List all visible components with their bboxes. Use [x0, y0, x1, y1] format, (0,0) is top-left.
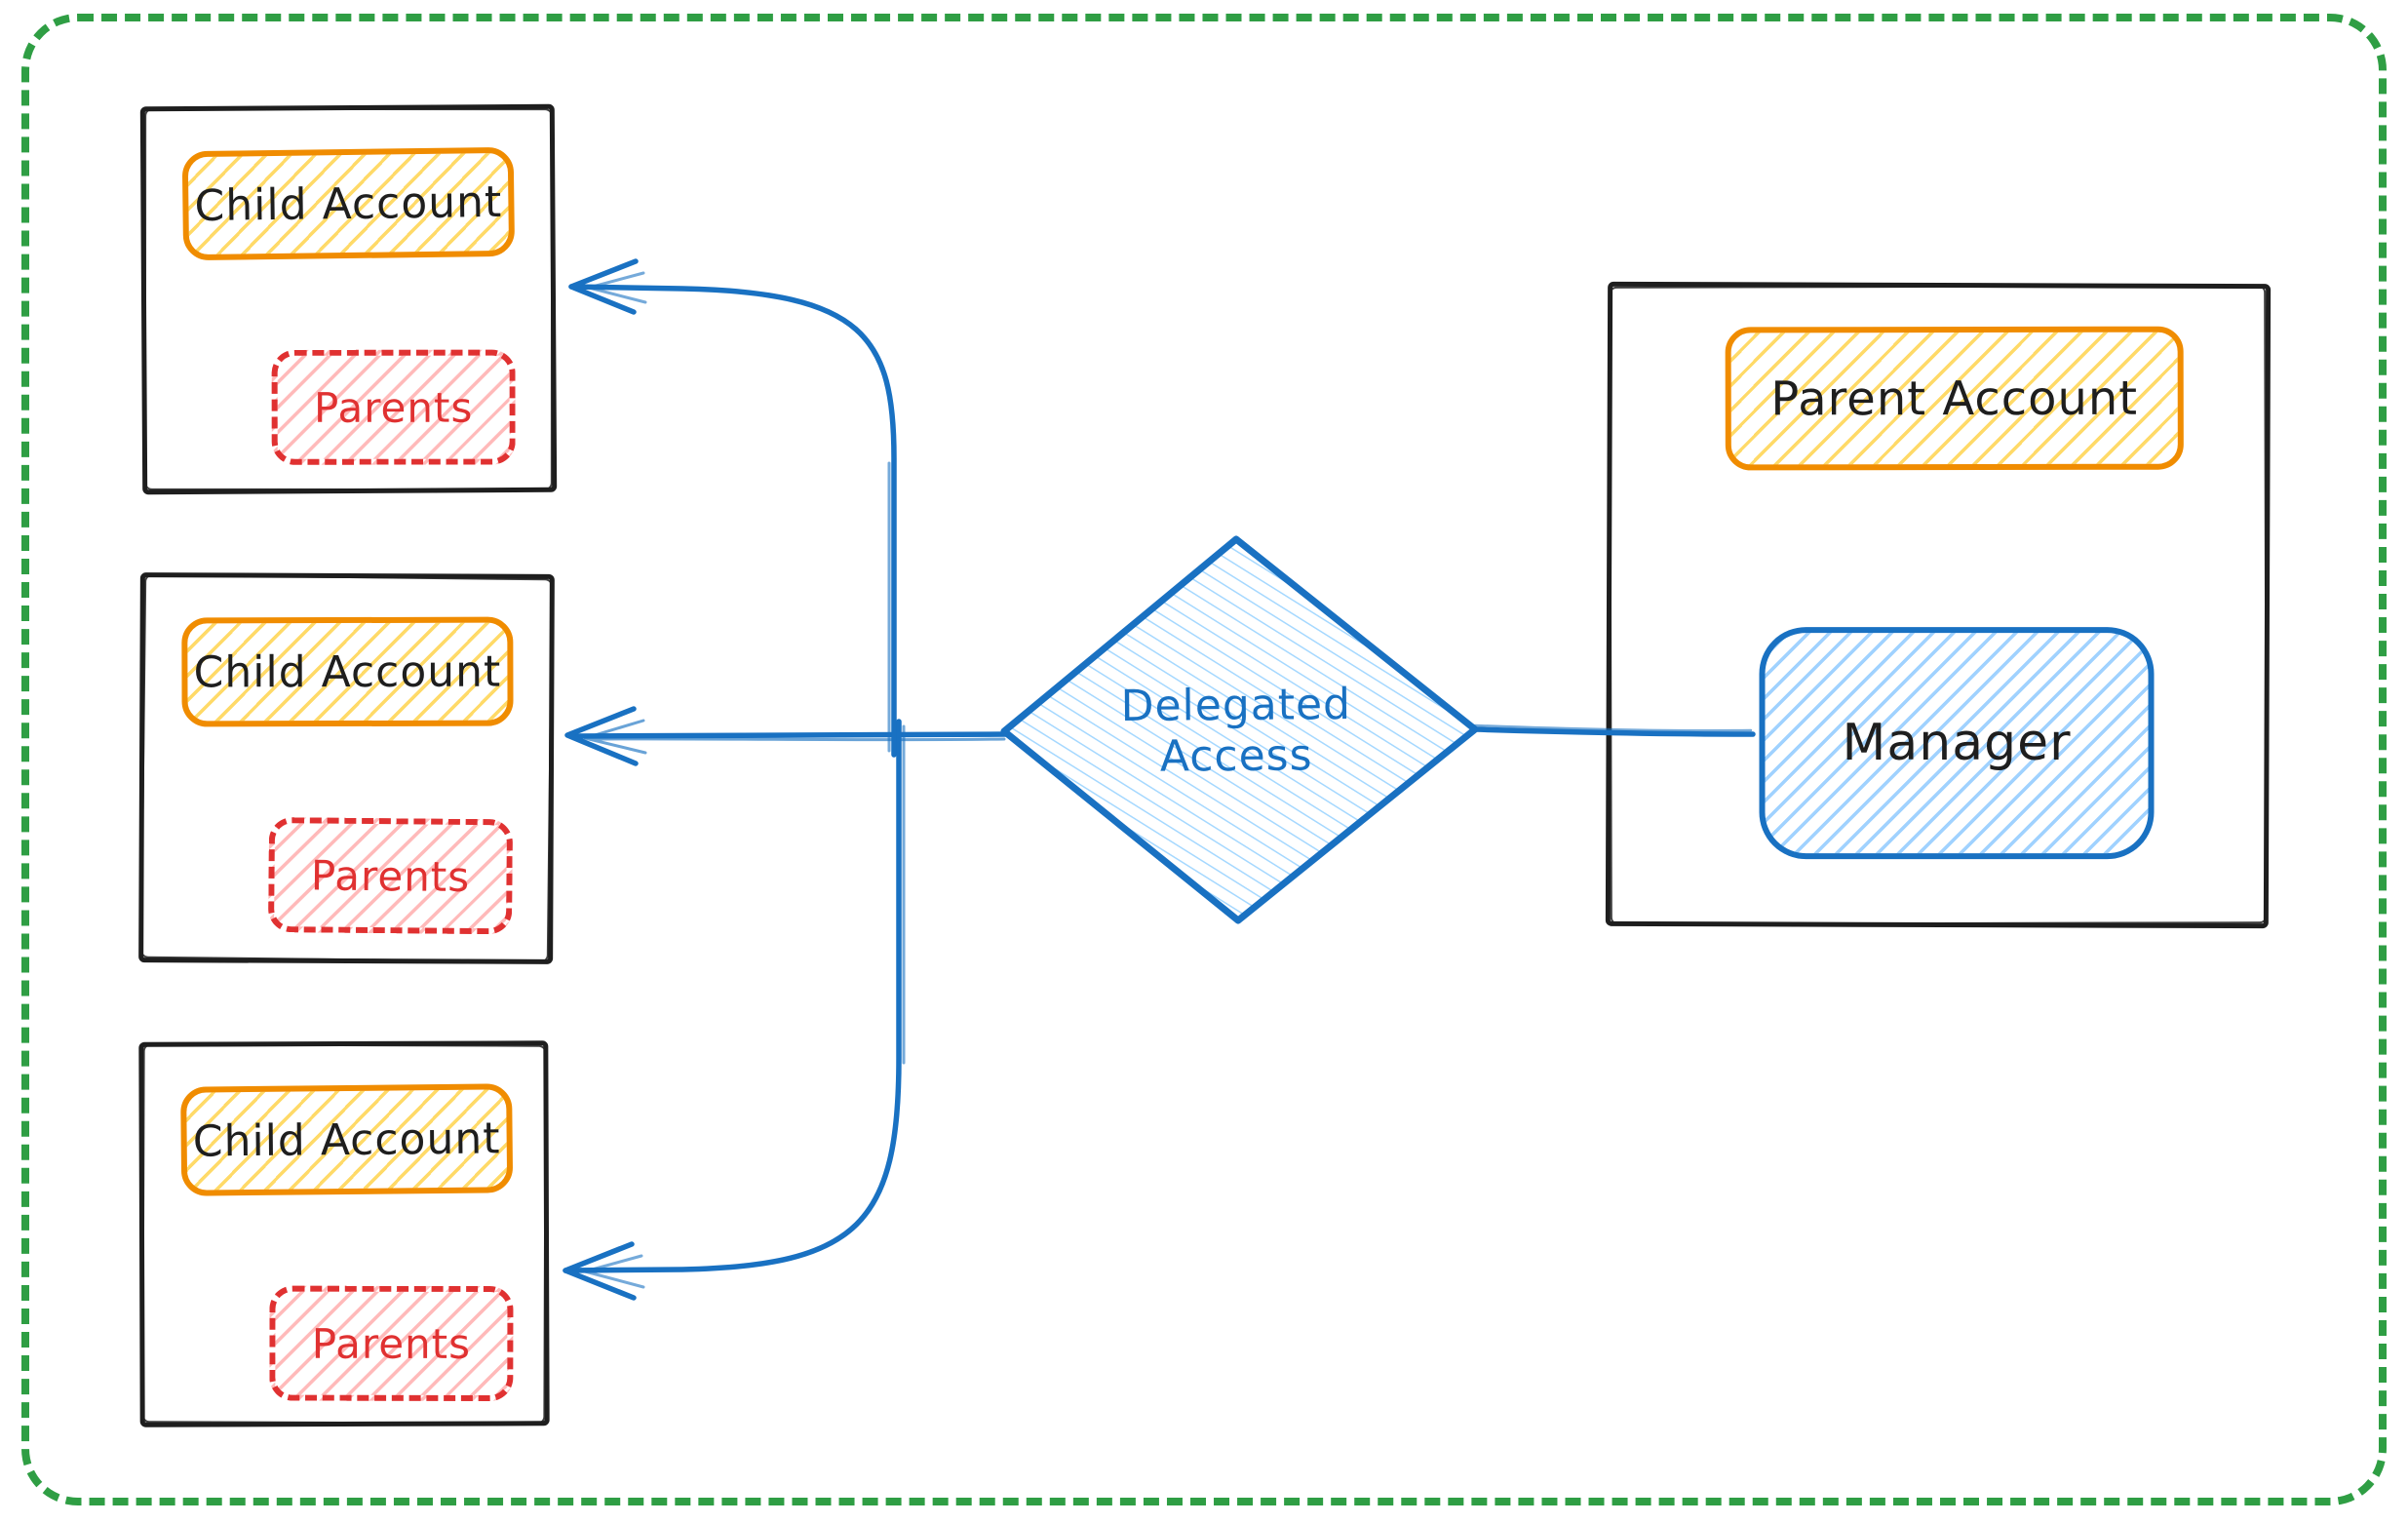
- delegated-access-line1: Delegated: [1120, 679, 1352, 732]
- child-account-box-3[interactable]: Child Account Parents: [138, 1040, 550, 1427]
- parent-account-pill[interactable]: Parent Account: [1725, 326, 2184, 471]
- child-account-title-3: Child Account: [192, 1113, 501, 1167]
- child-account-box-2[interactable]: Child Account Parents: [138, 572, 555, 964]
- child-account-pill-3[interactable]: Child Account: [180, 1083, 514, 1196]
- delegated-access-label: Delegated Access: [1090, 680, 1383, 783]
- arrow-to-child-2[interactable]: [572, 731, 1009, 739]
- child-account-pill-1[interactable]: Child Account: [181, 146, 516, 261]
- manager-label: Manager: [1842, 714, 2072, 773]
- delegated-access-line2: Access: [1159, 730, 1313, 782]
- parents-label-1: Parents: [313, 383, 474, 432]
- child-account-title-2: Child Account: [193, 646, 502, 697]
- child-account-title-1: Child Account: [194, 176, 503, 231]
- parents-label-2: Parents: [310, 850, 471, 901]
- parents-badge-1[interactable]: Parents: [271, 349, 516, 465]
- parents-badge-2[interactable]: Parents: [267, 817, 514, 935]
- parents-label-3: Parents: [311, 1319, 472, 1368]
- child-account-pill-2[interactable]: Child Account: [181, 616, 514, 727]
- parents-badge-3[interactable]: Parents: [269, 1285, 514, 1402]
- manager-node[interactable]: Manager: [1759, 627, 2155, 860]
- dashed-boundary-frame: [21, 14, 2387, 1505]
- parent-account-title: Parent Account: [1770, 371, 2139, 426]
- child-account-box-1[interactable]: Child Account Parents: [139, 103, 558, 495]
- parent-account-box[interactable]: Parent Account Manager: [1605, 281, 2272, 929]
